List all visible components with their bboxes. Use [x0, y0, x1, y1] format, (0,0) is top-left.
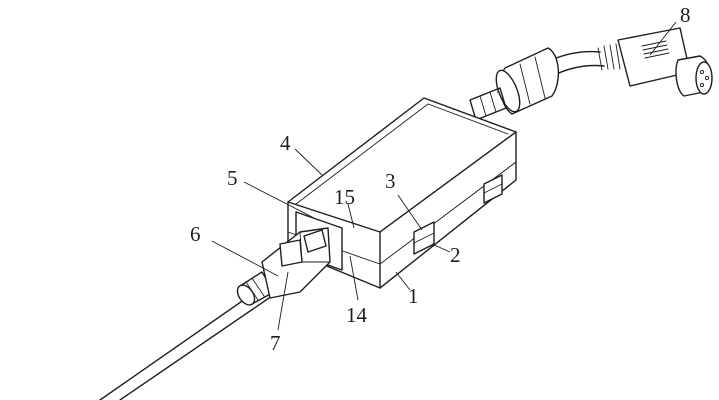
label-6: 6: [190, 222, 201, 246]
label-7: 7: [270, 331, 281, 355]
label-15: 15: [334, 185, 355, 209]
label-3: 3: [385, 169, 396, 193]
input-cable: [99, 289, 273, 400]
din-plug: [597, 27, 713, 97]
label-2: 2: [450, 243, 461, 267]
label-14: 14: [346, 303, 368, 327]
label-4: 4: [280, 131, 291, 155]
label-5: 5: [227, 166, 238, 190]
ferrite-bead: [495, 47, 559, 115]
input-plug: [261, 227, 331, 299]
label-8: 8: [680, 3, 691, 27]
leader-lines: [211, 21, 677, 331]
label-1: 1: [408, 284, 419, 308]
strain-relief-output: [469, 87, 507, 121]
